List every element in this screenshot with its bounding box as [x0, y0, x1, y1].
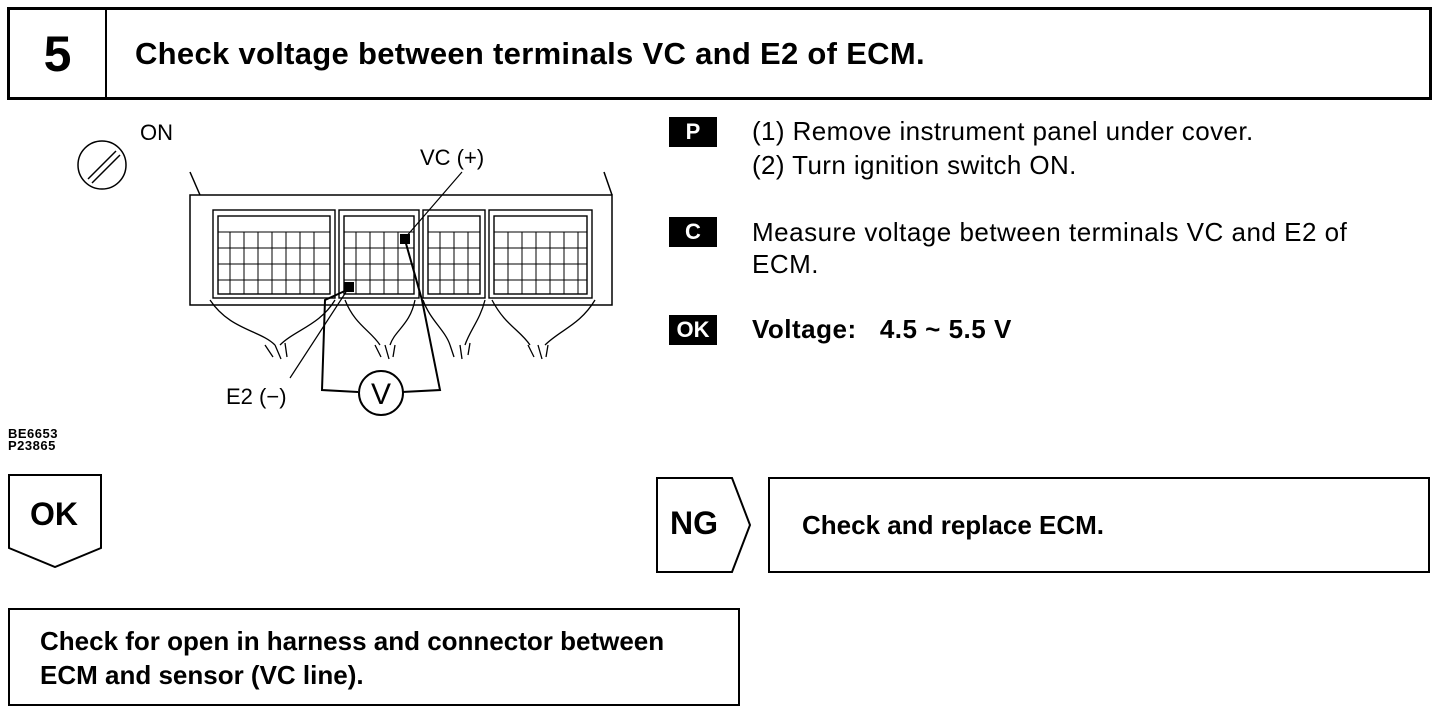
e2-terminal: [344, 282, 354, 292]
ref-code: P23865: [8, 438, 56, 453]
wire-harnesses: [209, 299, 596, 360]
voltmeter-icon: [358, 370, 404, 416]
prep-badge: P: [669, 117, 717, 147]
figure-reference-codes: BE6653 P23865: [8, 426, 58, 453]
ignition-key-icon: [77, 140, 127, 190]
step-header: 5 Check voltage between terminals VC and…: [7, 7, 1432, 100]
ok-badge: OK: [669, 315, 717, 345]
ok-action-text: Check for open in harness and connector …: [40, 624, 664, 692]
check-instruction: Measure voltage between terminals VC and…: [752, 216, 1347, 280]
e2-terminal-label: E2 (−): [226, 384, 287, 409]
vc-terminal-label: VC (+): [420, 145, 484, 170]
step-number: 5: [10, 10, 107, 97]
ok-arrow-label: OK: [30, 496, 78, 532]
ok-down-arrow: [8, 474, 102, 568]
step-title: Check voltage between terminals VC and E…: [135, 35, 925, 71]
check-badge: C: [669, 217, 717, 247]
ng-right-arrow: [656, 477, 752, 573]
spec-label: Voltage:: [752, 314, 857, 344]
vc-terminal: [400, 234, 410, 244]
ng-action-box: Check and replace ECM.: [768, 477, 1430, 573]
ignition-on-label: ON: [140, 120, 173, 145]
ecm-connectors: [212, 209, 593, 299]
ok-action-line: Check for open in harness and connector …: [40, 626, 665, 656]
ok-action-box: Check for open in harness and connector …: [8, 608, 740, 706]
prep-step-2: (2) Turn ignition switch ON.: [752, 150, 1077, 180]
ng-arrow-label: NG: [670, 505, 718, 541]
voltmeter-label: V: [371, 378, 391, 411]
ecm-housing: [189, 171, 613, 306]
ref-code: BE6653: [8, 426, 58, 441]
connector-pin-grid: [218, 231, 587, 294]
ok-action-line: ECM and sensor (VC line).: [40, 660, 364, 690]
prep-step-1: (1) Remove instrument panel under cover.: [752, 116, 1254, 146]
check-line: Measure voltage between terminals VC and…: [752, 217, 1348, 247]
spec-value: 4.5 ~ 5.5 V: [879, 314, 1012, 344]
ng-action-text: Check and replace ECM.: [802, 509, 1104, 540]
probe-leads: [320, 239, 442, 393]
ecm-connector-diagram: ON: [77, 120, 613, 416]
check-line: ECM.: [752, 249, 819, 279]
voltage-spec: Voltage: 4.5 ~ 5.5 V: [752, 314, 1012, 345]
